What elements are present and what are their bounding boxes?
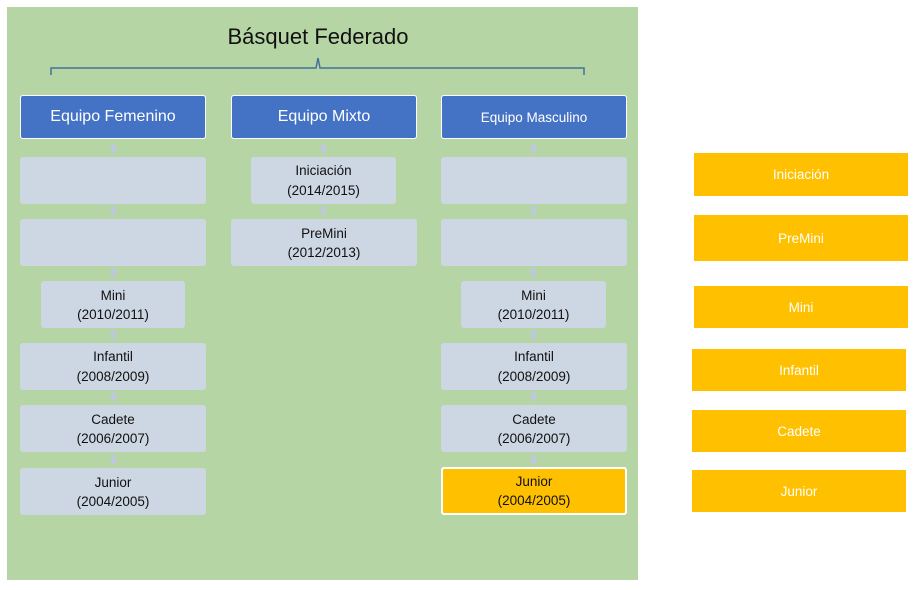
femenino-level-mini: Mini(2010/2011) (41, 281, 185, 328)
level-connectors (111, 144, 536, 464)
legend-junior: Junior (692, 470, 906, 512)
masculino-level-junior: Junior(2004/2005) (441, 467, 627, 515)
header-femenino: Equipo Femenino (20, 95, 206, 139)
masculino-level-infantil: Infantil(2008/2009) (441, 343, 627, 390)
femenino-level-2 (20, 219, 206, 266)
femenino-level-infantil: Infantil(2008/2009) (20, 343, 206, 390)
masculino-level-cadete: Cadete(2006/2007) (441, 405, 627, 452)
title-bracket (50, 57, 585, 75)
connectors (50, 57, 585, 464)
mixto-level-iniciacion: Iniciación(2014/2015) (251, 157, 396, 204)
header-masculino: Equipo Masculino (441, 95, 627, 139)
masculino-level-1 (441, 157, 627, 204)
masculino-level-2 (441, 219, 627, 266)
masculino-level-mini: Mini(2010/2011) (461, 281, 606, 328)
header-mixto: Equipo Mixto (231, 95, 417, 139)
legend-mini: Mini (694, 286, 908, 328)
legend-iniciacion: Iniciación (694, 153, 908, 196)
legend-infantil: Infantil (692, 349, 906, 391)
femenino-level-1 (20, 157, 206, 204)
femenino-level-junior: Junior(2004/2005) (20, 468, 206, 515)
legend-premini: PreMini (694, 215, 908, 261)
legend-cadete: Cadete (692, 410, 906, 452)
mixto-level-premini: PreMini(2012/2013) (231, 219, 417, 266)
diagram-title: Básquet Federado (227, 24, 409, 49)
femenino-level-cadete: Cadete(2006/2007) (20, 405, 206, 452)
